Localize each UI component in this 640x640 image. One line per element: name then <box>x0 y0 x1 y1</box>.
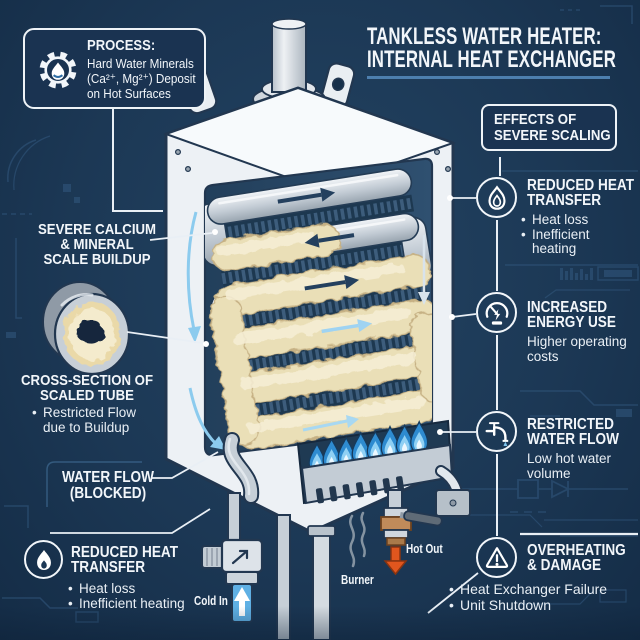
tube-flow-arrows <box>277 187 373 334</box>
heater-unit <box>162 18 457 534</box>
process-line: on Hot Surfaces <box>87 86 171 101</box>
effect-icon-circle <box>476 537 517 578</box>
process-box: PROCESS: Hard Water Minerals (Ca²⁺, Mg²⁺… <box>23 28 206 109</box>
title-line-2: INTERNAL HEAT EXCHANGER <box>367 45 617 73</box>
frame-screws <box>175 149 452 173</box>
effect-title: & DAMAGE <box>527 557 602 574</box>
process-heading: PROCESS: <box>87 38 156 54</box>
effect-subtext: Low hot water volume <box>527 451 612 481</box>
effect-title: INCREASED <box>527 299 608 316</box>
effect-icon-circle <box>476 292 517 333</box>
reduced-heat-icon-circle <box>24 540 63 579</box>
gauge-icon <box>485 301 508 325</box>
fins <box>213 194 432 421</box>
title-underline <box>367 76 610 79</box>
reduced-heat-title: TRANSFER <box>71 559 146 576</box>
scale-buildup-line: SCALE BUILDUP <box>43 251 151 268</box>
effects-header-box: EFFECTS OF SEVERE SCALING <box>481 104 617 151</box>
process-line: Hard Water Minerals <box>87 56 194 71</box>
effect-title: TRANSFER <box>527 192 602 209</box>
cold-in-label: Cold In <box>194 594 228 608</box>
effects-header-line-2: SEVERE SCALING <box>494 126 611 144</box>
process-line: (Ca²⁺, Mg²⁺) Deposit <box>87 71 196 86</box>
scale-buildup-line: SEVERE CALCIUM <box>37 221 157 238</box>
effect-bullet: Unit Shutdown <box>449 597 640 613</box>
effect-icon-circle <box>476 177 517 218</box>
reduced-heat-bullet: Heat loss <box>68 581 218 596</box>
effect-title: REDUCED HEAT <box>527 177 635 194</box>
effect-title: ENERGY USE <box>527 314 616 331</box>
effect-title: WATER FLOW <box>527 431 619 448</box>
gear-droplet-icon <box>39 51 77 89</box>
cross-section-title-line: CROSS-SECTION OF <box>21 372 154 389</box>
reduced-heat-title: REDUCED HEAT <box>71 544 179 561</box>
page-title: TANKLESS WATER HEATER: INTERNAL HEAT EXC… <box>367 23 640 73</box>
reduced-heat-bullet: Inefficient heating <box>68 596 218 611</box>
cross-section-title-line: SCALED TUBE <box>40 386 134 404</box>
effect-title: RESTRICTED <box>527 416 614 433</box>
exhaust-wisps <box>349 511 366 568</box>
effect-bullet: Heat loss <box>521 212 633 228</box>
circuit-decorations <box>2 5 639 623</box>
effect-subtext: Higher operating costs <box>527 334 627 364</box>
heat-exchanger-coils <box>205 168 432 450</box>
effect-title: OVERHEATING <box>527 542 626 559</box>
water-flow-line: (BLOCKED) <box>69 485 147 502</box>
water-flow-line: WATER FLOW <box>62 469 154 486</box>
hot-out-label: Hot Out <box>406 542 443 556</box>
scale-buildup-line: & MINERAL <box>60 236 134 253</box>
effect-bullet: Heat Exchanger Failure <box>449 581 640 597</box>
water-flow-label: WATER FLOW (BLOCKED) <box>61 470 155 502</box>
faucet-icon <box>485 421 508 446</box>
hot-water-valve <box>380 489 443 576</box>
blocked-water-pipe <box>222 432 260 504</box>
hot-out-arrow <box>383 546 408 576</box>
flow-arrows <box>186 211 430 450</box>
flame-icon <box>487 184 506 210</box>
burner-label: Burner <box>341 573 374 587</box>
cross-section-bullet: Restricted Flow due to Buildup <box>32 405 147 435</box>
scale-buildup-label: SEVERE CALCIUM & MINERAL SCALE BUILDUP <box>27 222 166 267</box>
effect-bullet: Inefficient heating <box>521 227 633 257</box>
warning-icon <box>485 546 508 568</box>
effects-header-line-1: EFFECTS OF <box>494 111 577 128</box>
cross-section-label: CROSS-SECTION OF SCALED TUBE <box>21 372 154 404</box>
flame-icon <box>36 549 51 570</box>
burner-slats <box>315 476 405 504</box>
title-line-1: TANKLESS WATER HEATER: <box>367 23 602 50</box>
burner-assembly <box>296 419 454 505</box>
cross-section-tube <box>42 281 131 376</box>
mounting-tab-right <box>320 62 356 109</box>
effect-icon-circle <box>476 411 517 452</box>
